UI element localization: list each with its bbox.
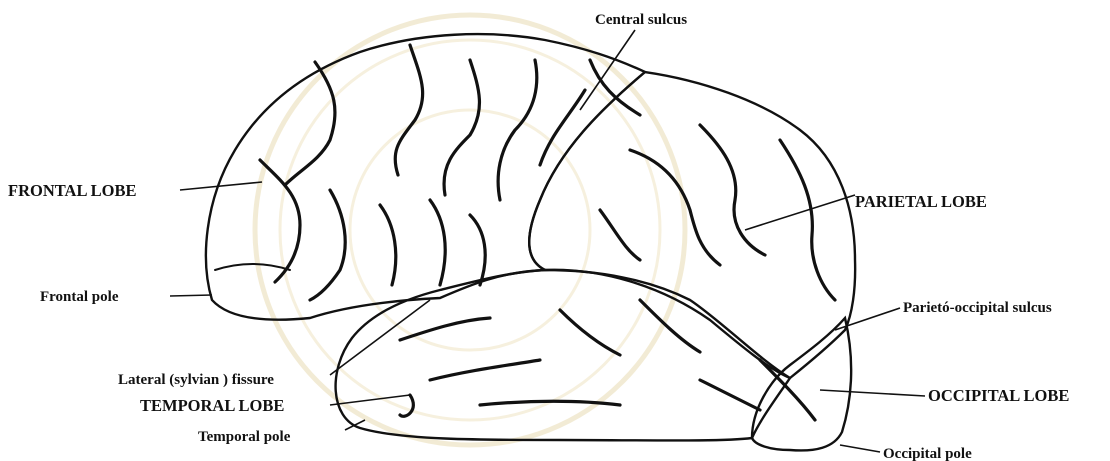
- occipital-lobe-label: OCCIPITAL LOBE: [928, 386, 1069, 405]
- parietal-lobe-region: [529, 72, 855, 378]
- parietal-lobe-label: PARIETAL LOBE: [855, 192, 987, 211]
- occipital-pole-leader: [840, 445, 880, 452]
- occipital-lobe-leader: [820, 390, 925, 396]
- lateral-fissure-label: Lateral (sylvian ) fissure: [118, 372, 274, 388]
- frontal-lobe-label: FRONTAL LOBE: [8, 181, 137, 200]
- temporal-lobe-label: TEMPORAL LOBE: [140, 396, 284, 415]
- frontal-lobe-leader: [180, 182, 262, 190]
- frontal-pole-leader: [170, 295, 212, 296]
- gyri-pattern: [215, 45, 835, 420]
- parieto-occipital-sulcus-label: Parietó-occipital sulcus: [903, 300, 1052, 316]
- frontal-pole-label: Frontal pole: [40, 289, 119, 305]
- occipital-pole-label: Occipital pole: [883, 446, 972, 461]
- temporal-pole-label: Temporal pole: [198, 429, 291, 445]
- watermark-seal: [255, 15, 685, 445]
- parietal-lobe-leader: [745, 195, 855, 230]
- central-sulcus-label: Central sulcus: [595, 12, 687, 28]
